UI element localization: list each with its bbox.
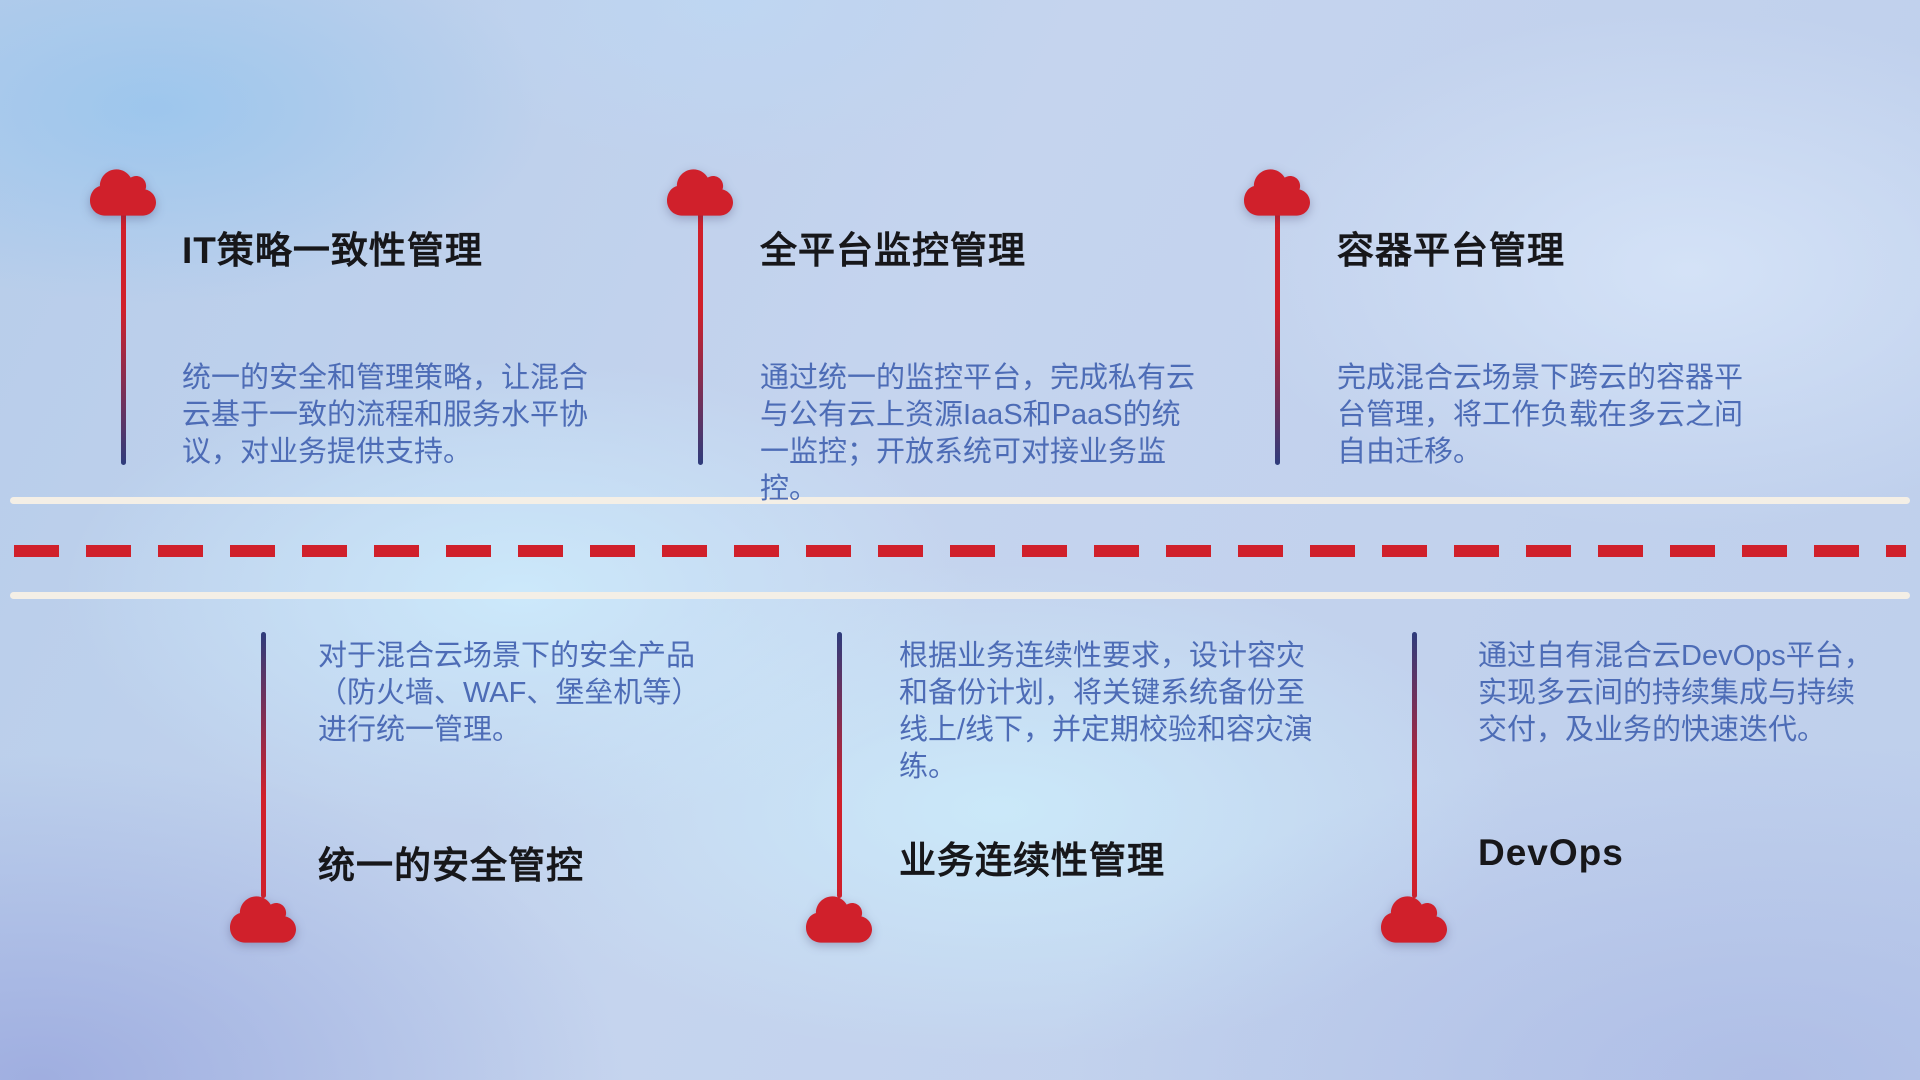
timeline-connector	[698, 205, 703, 465]
feature-title-it-policy: IT策略一致性管理	[182, 230, 483, 271]
road-top-line	[10, 497, 1910, 504]
feature-description-container-platform: 完成混合云场景下跨云的容器平台管理，将工作负载在多云之间自由迁移。	[1337, 362, 1744, 468]
timeline-connector	[121, 205, 126, 465]
cloud-icon	[230, 896, 296, 943]
feature-title-devops: DevOps	[1478, 832, 1624, 873]
feature-title-continuity: 业务连续性管理	[899, 840, 1165, 881]
feature-description-devops: 通过自有混合云DevOps平台，实现多云间的持续集成与持续交付，及业务的快速迭代…	[1478, 640, 1873, 746]
feature-title-container-platform: 容器平台管理	[1337, 230, 1565, 271]
timeline-connector	[1275, 205, 1280, 465]
cloud-icon	[1244, 169, 1310, 216]
feature-description-security: 对于混合云场景下的安全产品（防火墙、WAF、堡垒机等）进行统一管理。	[318, 640, 701, 746]
feature-title-security: 统一的安全管控	[318, 845, 584, 886]
road-bottom-line	[10, 592, 1910, 599]
cloud-icon	[667, 169, 733, 216]
cloud-icon	[90, 169, 156, 216]
cloud-icon	[1381, 896, 1447, 943]
timeline-connector	[261, 632, 266, 898]
feature-description-continuity: 根据业务连续性要求，设计容灾和备份计划，将关键系统备份至线上/线下，并定期校验和…	[899, 640, 1314, 783]
feature-description-it-policy: 统一的安全和管理策略，让混合云基于一致的流程和服务水平协议，对业务提供支持。	[182, 362, 589, 468]
cloud-icon	[806, 896, 872, 943]
road-dashed-center-line	[14, 545, 1906, 557]
feature-title-monitoring: 全平台监控管理	[760, 230, 1026, 271]
timeline-connector	[837, 632, 842, 898]
timeline-connector	[1412, 632, 1417, 898]
feature-description-monitoring: 通过统一的监控平台，完成私有云与公有云上资源IaaS和PaaS的统一监控；开放系…	[760, 362, 1196, 505]
